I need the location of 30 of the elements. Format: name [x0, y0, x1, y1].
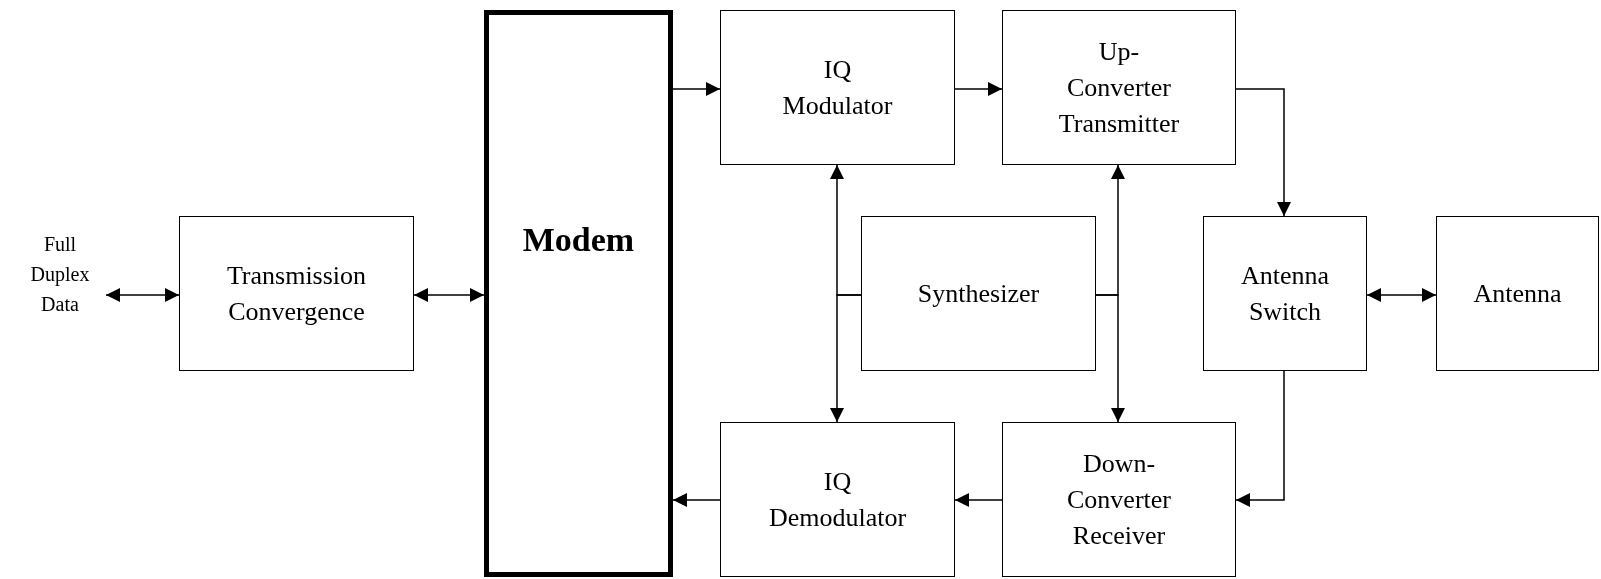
- block-box: [179, 216, 414, 371]
- block-box: [861, 216, 1096, 371]
- arrow: [1095, 294, 1125, 423]
- arrow: [1366, 288, 1437, 302]
- block-box: [720, 10, 955, 165]
- arrow: [1235, 370, 1285, 507]
- arrow: [672, 493, 721, 507]
- arrow: [1235, 88, 1291, 217]
- block-label: Modem: [522, 220, 635, 260]
- block-box: [1002, 422, 1236, 577]
- block-label: Synthesizer: [917, 277, 1040, 310]
- arrow: [105, 288, 180, 302]
- block-label: Antenna: [1473, 277, 1562, 310]
- block-box: [1436, 216, 1599, 371]
- arrow: [954, 82, 1003, 96]
- block-box: [1002, 10, 1236, 165]
- block-label: Up- Converter Transmitter: [1057, 35, 1181, 140]
- arrow: [672, 82, 721, 96]
- block-label: IQ Modulator: [781, 53, 894, 122]
- arrow: [954, 493, 1003, 507]
- block-label: Down- Converter Receiver: [1066, 447, 1172, 552]
- block-label: Transmission Convergence: [225, 259, 368, 328]
- block-label: Full Duplex Data: [29, 232, 91, 317]
- arrow: [830, 294, 862, 423]
- block-label: Antenna Switch: [1239, 259, 1331, 328]
- block-box: [1203, 216, 1367, 371]
- block-box: [720, 422, 955, 577]
- modem-box: [484, 10, 673, 577]
- arrow: [413, 288, 485, 302]
- block-label: IQ Demodulator: [767, 465, 908, 534]
